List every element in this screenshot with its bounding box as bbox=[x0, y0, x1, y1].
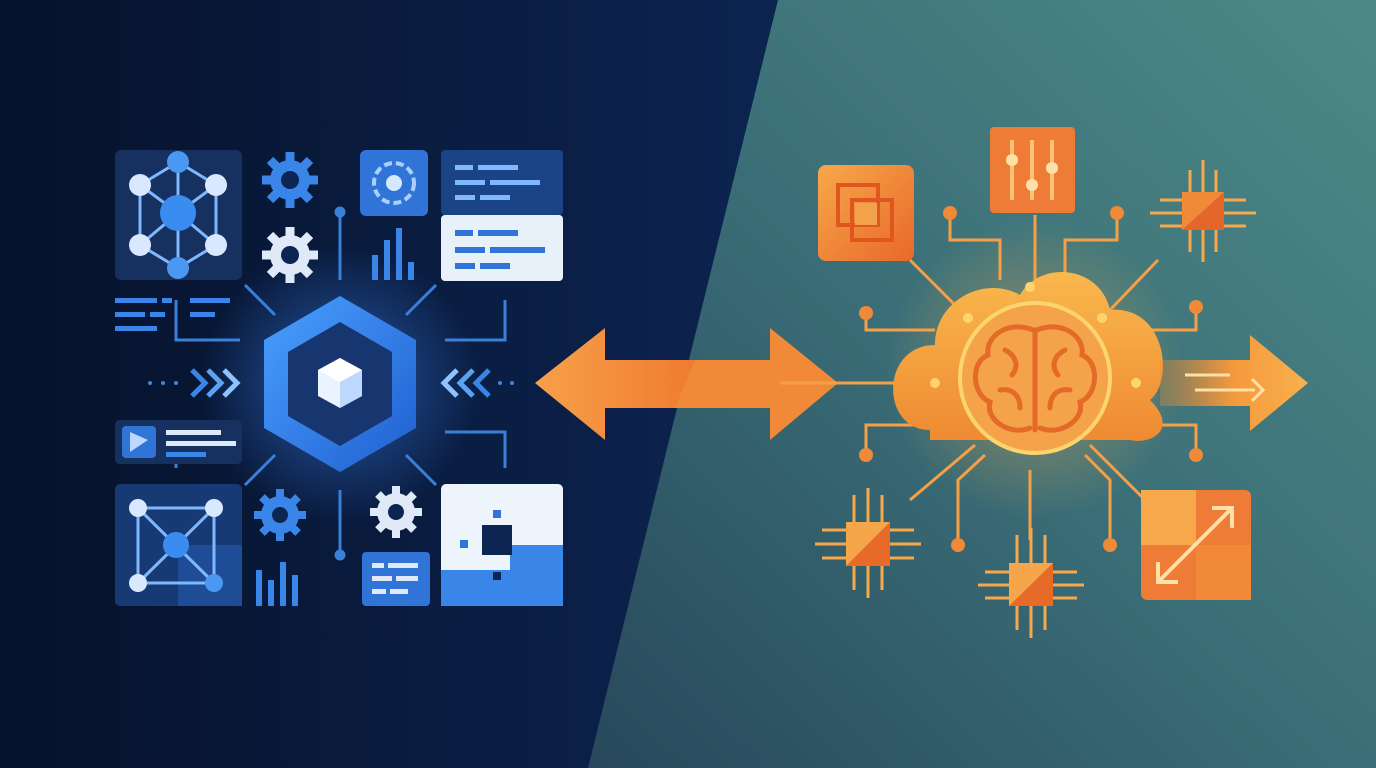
bar-chart-icon bbox=[372, 228, 414, 280]
gear-icon bbox=[262, 227, 318, 283]
sliders-tile-icon bbox=[990, 127, 1075, 213]
left-panel bbox=[115, 150, 563, 606]
connected-square-icon bbox=[115, 484, 242, 606]
list-card-icon bbox=[362, 552, 430, 606]
network-graph-icon bbox=[115, 150, 242, 280]
bidirectional-arrow-icon bbox=[535, 328, 838, 440]
gear-icon bbox=[370, 486, 422, 538]
list-text-icon bbox=[115, 298, 230, 331]
brain-icon bbox=[973, 324, 1097, 433]
dashboard-text-icon bbox=[441, 150, 563, 281]
card-icon bbox=[115, 420, 242, 464]
target-gear-icon bbox=[360, 150, 428, 216]
right-panel bbox=[780, 127, 1308, 638]
forward-arrow-icon bbox=[1160, 335, 1308, 431]
chip-icon bbox=[1150, 160, 1256, 262]
chevrons-right-icon bbox=[148, 368, 241, 398]
cube-hexagon-icon bbox=[264, 296, 416, 472]
bar-chart-icon bbox=[256, 562, 298, 606]
circuit-nodes bbox=[859, 206, 1203, 552]
layout-block-icon bbox=[441, 484, 563, 606]
gear-icon bbox=[262, 152, 318, 208]
chip-icon bbox=[978, 528, 1084, 638]
resize-arrow-tile-icon bbox=[1141, 490, 1251, 600]
chip-icon bbox=[815, 488, 921, 598]
chevrons-left-icon bbox=[440, 368, 514, 398]
layered-squares-tile-icon bbox=[818, 165, 914, 261]
gear-icon bbox=[254, 489, 306, 541]
